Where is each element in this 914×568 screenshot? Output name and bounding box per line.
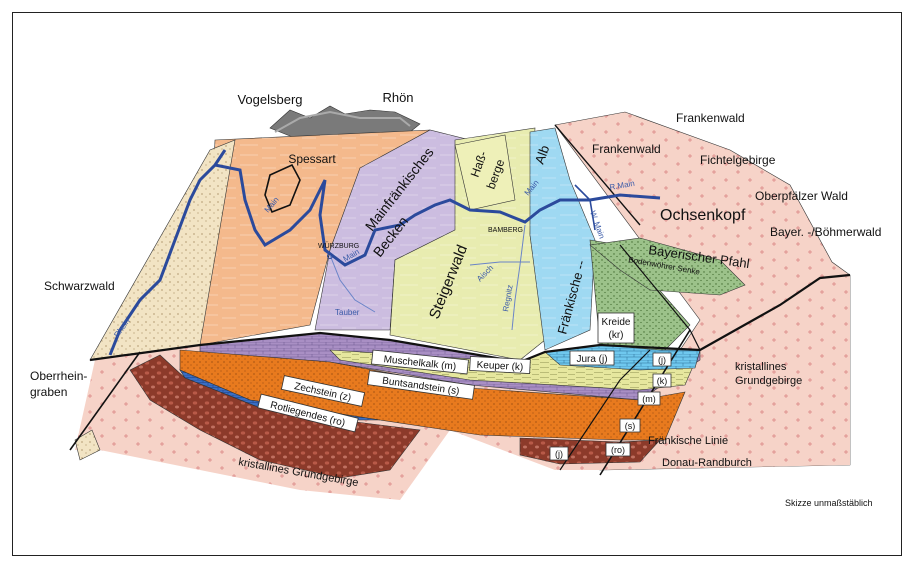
layer-label-j-bottom: (j)	[555, 449, 563, 459]
river-label-tauber: Tauber	[335, 308, 360, 317]
layer-label-s-right: (s)	[625, 421, 636, 431]
label-donau-randburch: Donau-Randburch	[662, 457, 752, 469]
label-oberpfaelzer-wald: Oberpfälzer Wald	[755, 189, 848, 203]
label-oberrheingraben-2: graben	[30, 385, 67, 399]
label-vogelsberg: Vogelsberg	[237, 92, 302, 107]
label-spessart: Spessart	[288, 152, 336, 166]
layer-label-k-right: (k)	[657, 376, 668, 386]
label-oberrheingraben-1: Oberrhein-	[30, 369, 87, 383]
label-frankenwald-1: Frankenwald	[676, 111, 745, 125]
label-rhoen: Rhön	[382, 90, 413, 105]
layer-label-ro-right: (ro)	[611, 445, 625, 455]
layer-label-j-right: (j)	[658, 355, 666, 365]
layer-label-kreide-1: Kreide	[602, 317, 631, 328]
label-fichtelgebirge: Fichtelgebirge	[700, 153, 776, 167]
label-schwarzwald: Schwarzwald	[44, 279, 115, 293]
label-kristallines-right-2: Grundgebirge	[735, 375, 802, 387]
layer-label-jura: Jura (j)	[576, 354, 607, 365]
label-skizze: Skizze unmaßstäblich	[785, 498, 873, 508]
label-kristallines-right-1: kristallines	[735, 361, 787, 373]
label-bayer-boehmerwald: Bayer. -/Böhmerwald	[770, 225, 881, 239]
label-fraenkische-linie: Fränkische Linie	[648, 435, 728, 447]
label-frankenwald-2: Frankenwald	[592, 142, 661, 156]
label-bamberg: BAMBERG	[488, 227, 523, 234]
label-ochsenkopf: Ochsenkopf	[660, 207, 746, 224]
layer-label-m-right: (m)	[642, 394, 656, 404]
layer-label-kreide-2: (kr)	[609, 330, 624, 341]
